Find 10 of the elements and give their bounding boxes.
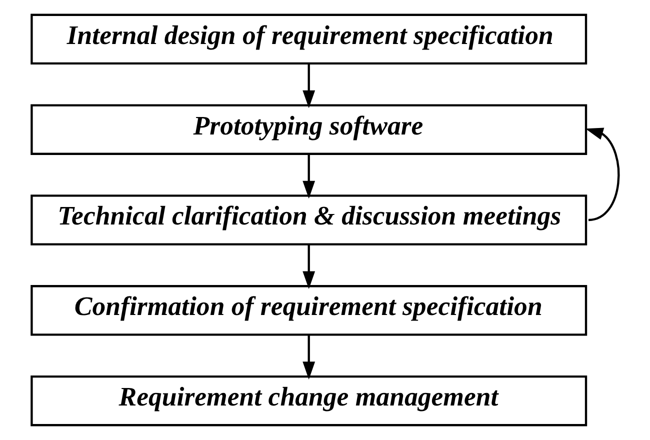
arrow <box>584 128 620 222</box>
node-box: Confirmation of requirement specification <box>30 285 587 336</box>
arrow <box>302 64 315 108</box>
node-box: Requirement change management <box>30 376 587 426</box>
arrow <box>302 244 315 290</box>
arrow <box>302 334 315 380</box>
arrow <box>302 154 315 199</box>
node-box: Internal design of requirement specification <box>30 14 587 64</box>
node-box: Prototyping software <box>30 104 587 155</box>
node-box: Technical clarification & discussion meetings <box>30 194 587 246</box>
